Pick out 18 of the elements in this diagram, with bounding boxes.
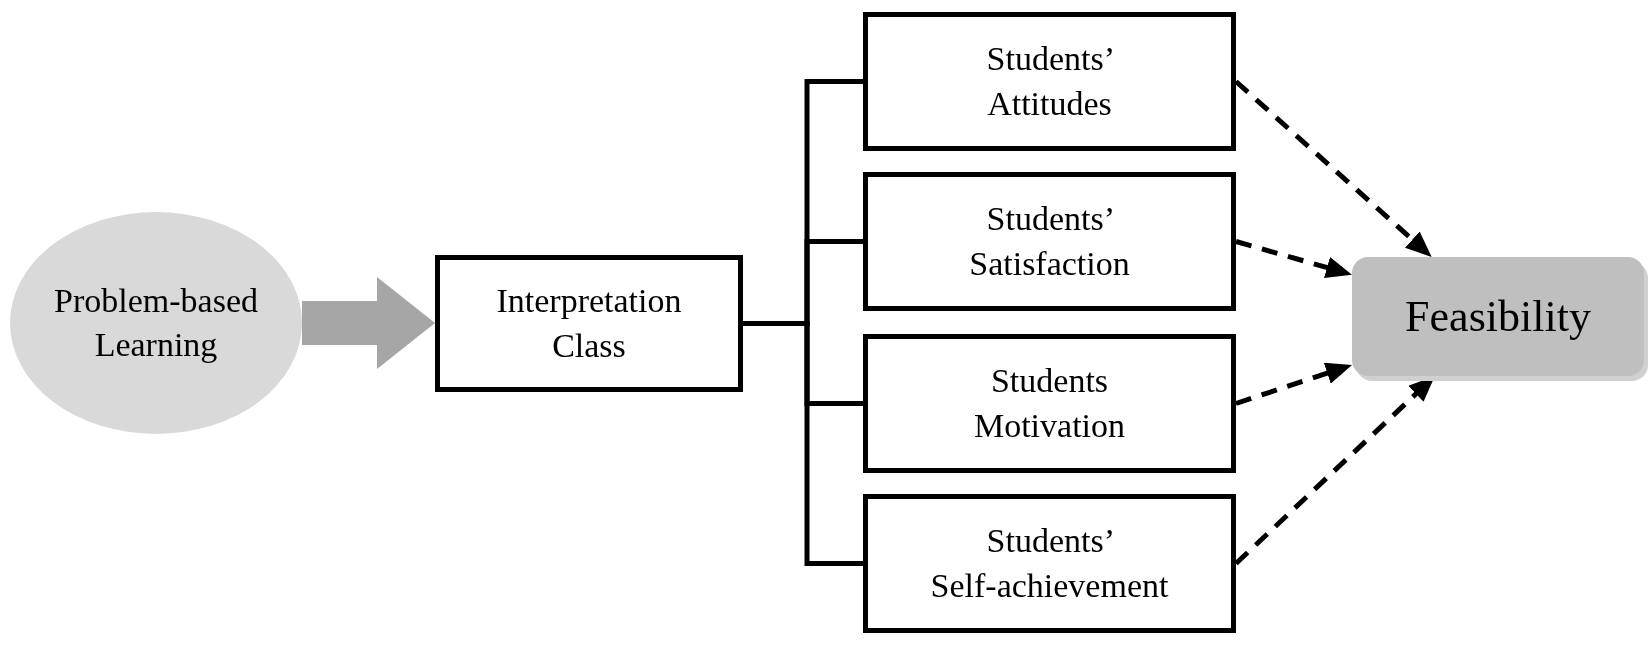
node-label: Interpretation Class	[495, 281, 683, 366]
node-label: Students’ Self-achievement	[929, 521, 1170, 606]
process-box	[863, 172, 1236, 311]
node-label: Students Motivation	[972, 361, 1127, 446]
dashed-arrow	[1235, 239, 1353, 279]
block-arrow	[302, 277, 435, 369]
process-box	[863, 334, 1236, 473]
node-label: Problem-based Learning	[53, 280, 259, 365]
process-box	[863, 12, 1236, 151]
node-label: Students’ Attitudes	[985, 39, 1114, 124]
dashed-arrow	[1235, 362, 1353, 406]
node-label: Students’ Satisfaction	[968, 199, 1131, 284]
process-box	[435, 255, 743, 392]
dashed-arrow	[1234, 79, 1434, 259]
node-label: Feasibility	[1404, 290, 1592, 343]
process-box	[863, 494, 1236, 633]
connector-line	[743, 321, 863, 566]
ellipse-node	[10, 212, 302, 434]
